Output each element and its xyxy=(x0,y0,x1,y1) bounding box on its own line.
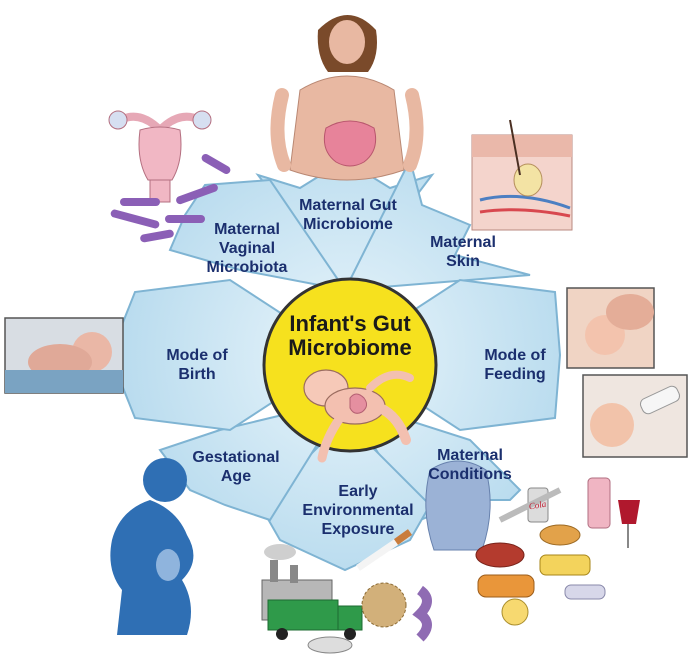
maternal-skin-illustration xyxy=(472,120,572,230)
mode-of-birth-photo xyxy=(5,318,123,393)
maternal-gut-illustration xyxy=(277,15,416,180)
label-mode-of-feeding: Mode of Feeding xyxy=(470,346,560,384)
bottle-feeding-photo xyxy=(583,375,687,457)
label-maternal-gut-microbiome: Maternal Gut Microbiome xyxy=(283,196,413,234)
center-circle xyxy=(264,279,436,451)
maternal-conditions-illustration xyxy=(426,461,640,625)
center-title: Infant's Gut Microbiome xyxy=(262,312,438,360)
label-maternal-vaginal-microbiota: Maternal Vaginal Microbiota xyxy=(192,220,302,277)
label-mode-of-birth: Mode of Birth xyxy=(152,346,242,384)
label-maternal-skin: Maternal Skin xyxy=(418,233,508,271)
label-maternal-conditions: Maternal Conditions xyxy=(420,446,520,484)
breastfeeding-photo xyxy=(567,288,654,368)
label-gestational-age: Gestational Age xyxy=(186,448,286,486)
pregnant-silhouette-illustration xyxy=(110,458,193,635)
label-early-environmental-exposure: Early Environmental Exposure xyxy=(293,482,423,539)
